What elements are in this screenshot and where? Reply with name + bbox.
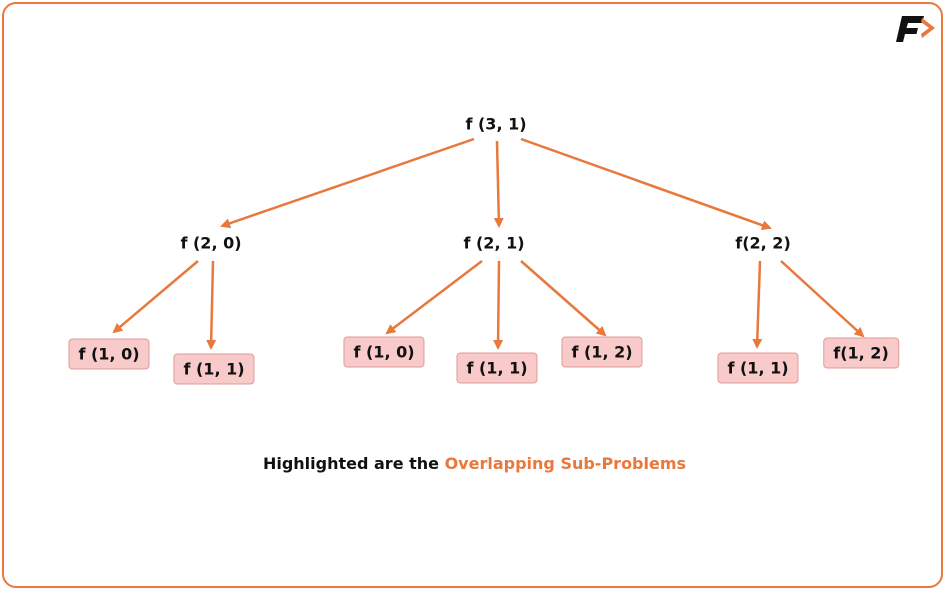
- brand-logo-icon: [896, 16, 935, 42]
- edge-f22-to-f11: [752, 260, 763, 349]
- edge-f20-to-f10: [112, 260, 199, 334]
- leaf-f10-b: f (1, 0): [343, 336, 425, 368]
- edge-f21-to-f11: [493, 260, 504, 350]
- edge-f21-to-f12: [520, 260, 607, 337]
- caption-prefix: Highlighted are the: [262, 454, 445, 473]
- edge-f20-to-f11: [206, 260, 217, 350]
- outer-frame: [2, 2, 943, 588]
- edge-f21-to-f10: [385, 260, 483, 335]
- caption-highlight: Overlapping Sub-Problems: [444, 454, 687, 473]
- caption: Highlighted are the Overlapping Sub-Prob…: [0, 454, 949, 473]
- node-f20: f (2, 0): [180, 233, 242, 253]
- leaf-f11-a: f (1, 1): [173, 353, 255, 385]
- leaf-f10-a: f (1, 0): [68, 338, 150, 370]
- leaf-f11-b: f (1, 1): [456, 352, 538, 384]
- leaf-f12-a: f (1, 2): [561, 336, 643, 368]
- leaf-f12-b: f(1, 2): [823, 337, 899, 369]
- node-f22: f(2, 2): [735, 233, 791, 253]
- edge-root-to-f20: [220, 137, 475, 229]
- node-f21: f (2, 1): [463, 233, 525, 253]
- edge-f22-to-f12: [780, 260, 865, 338]
- root-node: f (3, 1): [465, 114, 527, 134]
- leaf-f11-c: f (1, 1): [717, 352, 799, 384]
- edge-root-to-f22: [520, 137, 772, 231]
- edge-root-to-f21: [493, 140, 504, 228]
